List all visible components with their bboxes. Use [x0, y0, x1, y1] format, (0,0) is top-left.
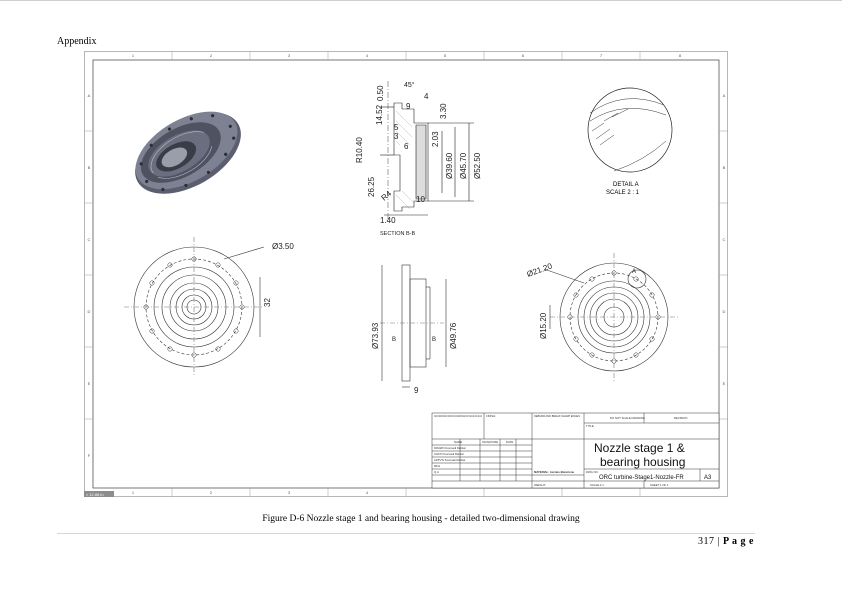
tb-sheet-size: A3 — [704, 475, 712, 481]
tb-revision: REVISION — [674, 416, 687, 420]
tb-qa: Q.A — [434, 470, 439, 474]
dim-32: 32 — [263, 298, 272, 307]
tb-scale: SCALE:1:1 — [590, 483, 604, 487]
figure-caption: Figure D-6 Nozzle stage 1 and bearing ho… — [262, 514, 580, 524]
row-label: E — [88, 381, 91, 386]
dim-26.25: 26.25 — [367, 176, 376, 197]
zoom-badge — [84, 491, 114, 497]
tb-title-line2: bearing housing — [600, 455, 685, 469]
title-block — [431, 412, 720, 489]
border-col-labels: 1 2 3 4 5 6 7 8 1 2 3 4 — [132, 53, 682, 495]
tb-name-header: NAME — [454, 440, 462, 444]
dim-39.60: Ø39.60 — [445, 152, 454, 179]
page-word: P a g e — [723, 536, 754, 547]
rear-view — [543, 253, 678, 381]
dim-15.20: Ø15.20 — [539, 312, 548, 339]
row-label: D — [88, 309, 91, 314]
title-block-text: UNLESS OTHERWISE SPECIFIED: DIMENSIONS A… — [434, 414, 687, 487]
dim-5: 5 — [394, 123, 399, 132]
dim-r10.40: R10.40 — [355, 137, 364, 163]
border-col-ticks — [84, 51, 728, 497]
dim-4: 4 — [424, 92, 429, 101]
engineering-drawing: 1 2 3 4 5 6 7 8 1 2 3 4 A B C D E F A B … — [84, 51, 728, 497]
row-label: C — [88, 237, 91, 242]
row-label: A — [723, 93, 726, 98]
tb-finish: FINISH: — [486, 414, 496, 418]
dim-45.70: Ø45.70 — [459, 152, 468, 179]
col-label: 4 — [366, 53, 369, 58]
tb-notes: UNLESS OTHERWISE SPECIFIED: DIMENSIONS A… — [434, 414, 482, 418]
col-label: 4 — [366, 490, 369, 495]
detail-a-scale: SCALE 2 : 1 — [606, 190, 640, 196]
dim-9: 9 — [406, 102, 411, 111]
dim-2.03: 2.03 — [431, 131, 440, 147]
dim-angle: 45° — [404, 81, 415, 89]
row-label: E — [723, 381, 726, 386]
dim-3.30: 3.30 — [439, 103, 448, 119]
side-view — [380, 264, 447, 388]
section-label: SECTION B-B — [380, 231, 415, 237]
isometric-render — [135, 111, 241, 194]
zoom-badge-text: ≈ 12.88 in — [86, 492, 104, 497]
row-label: B — [723, 165, 726, 170]
row-label: A — [88, 93, 91, 98]
page-number: 317 | P a g e — [697, 536, 754, 547]
col-label: 2 — [210, 53, 213, 58]
dim-9-side: 9 — [414, 386, 419, 395]
row-label: D — [723, 309, 726, 314]
tb-sheet: SHEET 1 OF 1 — [650, 483, 669, 487]
tb-weight: WEIGHT: — [534, 483, 546, 487]
tb-mfg: MFG — [434, 464, 440, 468]
tb-material: MATERIAL: Acciaio Bianctone — [534, 470, 575, 474]
dim-49.76: Ø49.76 — [449, 322, 458, 349]
section-b-b-view — [380, 81, 474, 223]
col-label: 7 — [600, 53, 603, 58]
dim-3: 3 — [394, 132, 399, 141]
tb-dwg-no: ORC turbine-Stage1-Nozzle-FR — [599, 475, 684, 481]
col-label: 6 — [522, 53, 525, 58]
detail-a-view: DETAIL A SCALE 2 : 1 — [587, 87, 673, 196]
dim-73.93: Ø73.93 — [371, 322, 380, 349]
tb-deburr: DEBURR AND BREAK SHARP EDGES — [534, 414, 580, 418]
dim-52.50: Ø52.50 — [473, 152, 482, 179]
section-mark-b: B — [392, 337, 396, 343]
row-label: C — [723, 237, 726, 242]
col-label: 2 — [210, 490, 213, 495]
top-rule — [0, 0, 842, 1]
tb-drawn: DRAWN Kosmadi Rahkar — [434, 446, 466, 450]
dim-6: 6 — [404, 142, 409, 151]
detail-a-label: DETAIL A — [613, 182, 639, 188]
col-label: 3 — [288, 490, 291, 495]
tb-title-label: TITLE: — [586, 424, 595, 428]
col-label: 3 — [288, 53, 291, 58]
front-view — [124, 237, 265, 377]
footer-rule — [57, 533, 755, 534]
row-label: F — [88, 453, 91, 458]
dim-10: 10 — [416, 195, 425, 204]
tb-signature-header: SIGNATURE — [482, 440, 498, 444]
dim-hole-3.50: Ø3.50 — [272, 242, 294, 251]
detail-mark-a: A — [632, 269, 636, 275]
col-label: 8 — [679, 53, 682, 58]
tb-date-header: DATE — [506, 440, 513, 444]
tb-chkd: CHK'D Kosmadi Rahkar — [434, 452, 464, 456]
col-label: 1 — [132, 53, 135, 58]
side-view-dims: Ø73.93 Ø49.76 B B 9 — [371, 322, 458, 395]
dim-1.40: 1.40 — [380, 216, 396, 225]
dim-0.50: 0.50 — [376, 85, 385, 101]
front-view-dims: Ø3.50 32 — [263, 242, 294, 307]
row-label: B — [88, 165, 91, 170]
tb-dwg-no-label: DWG NO. — [586, 470, 599, 474]
tb-do-not-scale: DO NOT SCALE DRAWING — [610, 416, 645, 420]
title-block-main: Nozzle stage 1 & bearing housing ORC tur… — [594, 441, 712, 481]
page-header: Appendix — [57, 36, 97, 47]
dim-14.52: 14.52 — [375, 104, 384, 125]
col-label: 5 — [444, 53, 447, 58]
border-row-labels: A B C D E F A B C D E — [88, 93, 726, 458]
tb-title-line1: Nozzle stage 1 & — [594, 441, 685, 455]
col-label: 1 — [132, 490, 135, 495]
page-number-value: 317 — [697, 536, 715, 547]
section-mark-b: B — [432, 337, 436, 343]
tb-appvd: APPV'D Kosmadi Rahkar — [434, 458, 466, 462]
